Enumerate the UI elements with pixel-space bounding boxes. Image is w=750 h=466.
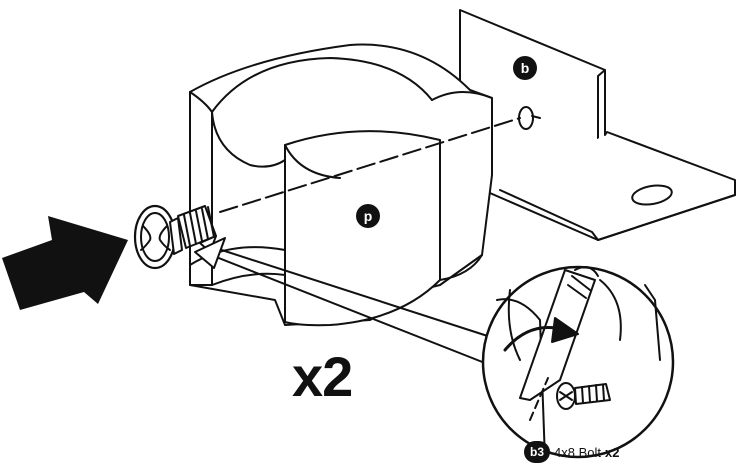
- zoom-detail-circle: [481, 265, 675, 461]
- hardware-multiplier: x2: [604, 444, 620, 460]
- hardware-code-badge: b3: [524, 441, 550, 463]
- insert-direction-arrow: [2, 216, 128, 310]
- bolt-axis-line: [219, 117, 521, 213]
- part-p-badge: p: [356, 204, 380, 228]
- quantity-label: x2: [292, 345, 353, 408]
- hardware-description: 4x8 Bolt: [554, 444, 601, 460]
- part-b-badge: b: [513, 56, 537, 80]
- part-p-label: p: [364, 208, 373, 224]
- bracket-part-b: [459, 9, 736, 241]
- pole-clamp-part-p: [189, 43, 493, 327]
- part-b-label: b: [521, 60, 530, 76]
- hardware-caption: b3 4x8 Bolt x2: [524, 441, 619, 463]
- detail-pointer-arrow: [194, 235, 501, 366]
- bolt-main: [133, 204, 217, 270]
